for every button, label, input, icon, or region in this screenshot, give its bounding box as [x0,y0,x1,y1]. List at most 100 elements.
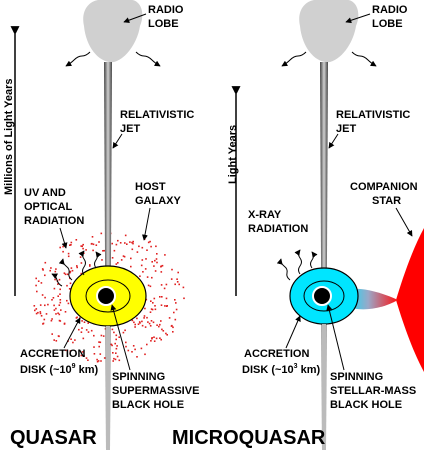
host-galaxy-dot [131,351,133,353]
host-galaxy-dot [85,249,87,251]
host-galaxy-dot [59,246,61,249]
host-galaxy-dot [81,351,84,353]
host-galaxy-dot [35,277,37,280]
host-galaxy-dot [115,243,118,246]
quasar-panel: Millions of Light Years RADIO LOBE RELAT… [3,0,199,450]
host-galaxy-dot [37,280,40,282]
host-galaxy-dot [161,264,164,267]
host-galaxy-dot [36,290,38,293]
host-galaxy-dot [34,309,36,312]
host-galaxy-dot [150,308,153,310]
host-galaxy-dot [141,324,144,327]
host-galaxy-dot [172,331,174,333]
host-galaxy-dot [134,323,136,326]
host-galaxy-dot [69,271,71,274]
host-galaxy-dot [54,270,57,273]
host-galaxy-dot [143,317,145,319]
host-galaxy-dot [114,342,116,345]
host-galaxy-label-1: HOST [135,181,166,193]
host-galaxy-dot [100,334,103,337]
host-galaxy-dot [71,269,74,272]
host-galaxy-dot [151,276,153,279]
companion-star [396,228,424,372]
host-galaxy-dot [55,273,58,276]
host-galaxy-dot [154,270,157,272]
host-galaxy-dot [161,328,163,331]
host-galaxy-dot [53,309,56,311]
host-galaxy-dot [150,320,153,322]
host-galaxy-dot [174,318,177,321]
microquasar-black-hole [312,286,332,306]
host-galaxy-dot [133,321,135,324]
host-galaxy-dot [97,360,100,362]
host-galaxy-dot [93,353,96,355]
host-galaxy-dot [66,273,69,276]
host-galaxy-dot [134,348,136,351]
host-galaxy-dot [44,274,46,277]
host-galaxy-dot [58,313,61,316]
host-galaxy-dot [114,358,117,361]
host-galaxy-dot [57,283,59,285]
host-galaxy-dot [160,271,163,273]
microquasar-lobe-rays [281,51,377,67]
host-galaxy-dot [80,354,83,357]
host-galaxy-dot [127,349,130,352]
host-galaxy-dot [174,299,176,301]
host-galaxy-dot [117,239,119,242]
quasar-lobe-rays [65,51,161,67]
host-galaxy-dot [111,328,114,331]
host-galaxy-dot [55,313,57,315]
host-galaxy-dot [124,329,126,332]
host-galaxy-dot [171,268,173,271]
host-galaxy-dot [160,265,163,267]
host-galaxy-dot [67,252,70,255]
host-galaxy-dot [164,305,166,307]
host-galaxy-dot [80,272,83,275]
microquasar-jet-label-1: RELATIVISTIC [336,109,410,121]
host-galaxy-dot [162,330,165,332]
host-galaxy-dot [76,266,78,269]
host-galaxy-dot [70,338,72,340]
host-galaxy-dot [155,337,158,340]
quasar-hole-label-1: SPINNING [112,371,165,383]
host-galaxy-dot [149,285,152,288]
host-galaxy-dot [81,327,83,329]
host-galaxy-dot [76,265,78,267]
host-galaxy-dot [85,357,88,359]
host-galaxy-dot [80,262,83,264]
host-galaxy-dot [155,258,158,260]
host-galaxy-dot [125,345,127,348]
host-galaxy-dot [149,240,151,243]
xray-emission-rays [276,249,318,281]
host-galaxy-dot [33,305,36,307]
host-galaxy-dot [66,284,68,287]
host-galaxy-dot [136,317,138,320]
host-galaxy-dot [66,299,68,302]
host-galaxy-dot [72,341,74,344]
host-galaxy-dot [62,245,64,248]
host-galaxy-dot [115,334,118,337]
host-galaxy-dot [125,341,127,344]
host-galaxy-dot [152,321,155,324]
host-galaxy-dot [90,329,93,332]
uv-label-2: OPTICAL [24,201,73,213]
host-galaxy-dot [122,255,125,257]
host-galaxy-dot [57,295,59,297]
host-galaxy-dot [62,250,64,253]
host-galaxy-dot [136,356,138,358]
host-galaxy-dot [58,304,61,306]
host-galaxy-dot [92,243,95,246]
quasar-disk-label-1: ACCRETION [20,348,85,360]
host-galaxy-dot [144,353,146,356]
host-galaxy-dot [45,313,48,315]
host-galaxy-dot [83,321,86,323]
host-galaxy-dot [98,345,100,348]
host-galaxy-dot [131,248,134,251]
host-galaxy-dot [170,278,173,280]
host-galaxy-dot [149,325,152,327]
host-galaxy-dot [175,308,178,311]
host-galaxy-dot [98,241,100,243]
host-galaxy-dot [53,339,55,341]
host-galaxy-dot [136,251,139,253]
host-galaxy-dot [150,245,152,248]
